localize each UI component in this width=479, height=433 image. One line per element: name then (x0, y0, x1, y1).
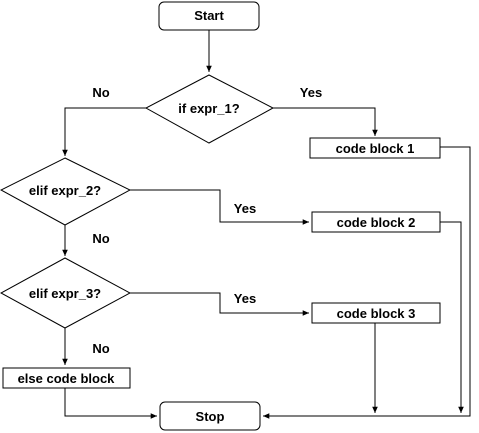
code-block-3-node: code block 3 (311, 302, 441, 324)
if1-no-label: No (92, 85, 109, 100)
code-block-2-node: code block 2 (311, 211, 441, 233)
elif2-no-label: No (92, 231, 109, 246)
edge-if1-yes-to-code1 (273, 107, 378, 136)
decision-elif-expr-3: elif expr_3? (0, 257, 132, 329)
edge-code2-to-stop (440, 221, 464, 413)
edge-elif2-yes-to-code2 (130, 189, 309, 225)
edge-elif3-yes-to-code3 (130, 292, 309, 316)
decision-if-expr-1: if expr_1? (144, 74, 275, 144)
code-block-1-label: code block 1 (336, 141, 415, 156)
else-code-block-node: else code block (2, 367, 131, 389)
if-expr-1-label: if expr_1? (178, 101, 239, 116)
elif3-yes-label: Yes (234, 291, 256, 306)
edge-else-to-stop (64, 388, 157, 419)
stop-node: Stop (159, 401, 261, 431)
else-code-block-label: else code block (18, 371, 116, 386)
elif3-no-label: No (92, 341, 109, 356)
edge-labels: No Yes Yes No Yes No (92, 85, 322, 356)
code-block-2-label: code block 2 (337, 215, 416, 230)
elif2-yes-label: Yes (234, 201, 256, 216)
elif-expr-3-label: elif expr_3? (29, 286, 101, 301)
edge-code1-to-stop (263, 146, 471, 419)
edges (62, 30, 471, 419)
elif-expr-2-label: elif expr_2? (29, 183, 101, 198)
if1-yes-label: Yes (300, 85, 322, 100)
stop-label: Stop (196, 409, 225, 424)
code-block-1-node: code block 1 (309, 137, 441, 159)
edge-if1-no-to-elif2 (62, 107, 146, 156)
code-block-3-label: code block 3 (337, 306, 416, 321)
decision-elif-expr-2: elif expr_2? (0, 157, 132, 226)
start-node: Start (158, 1, 260, 31)
start-label: Start (194, 8, 224, 23)
